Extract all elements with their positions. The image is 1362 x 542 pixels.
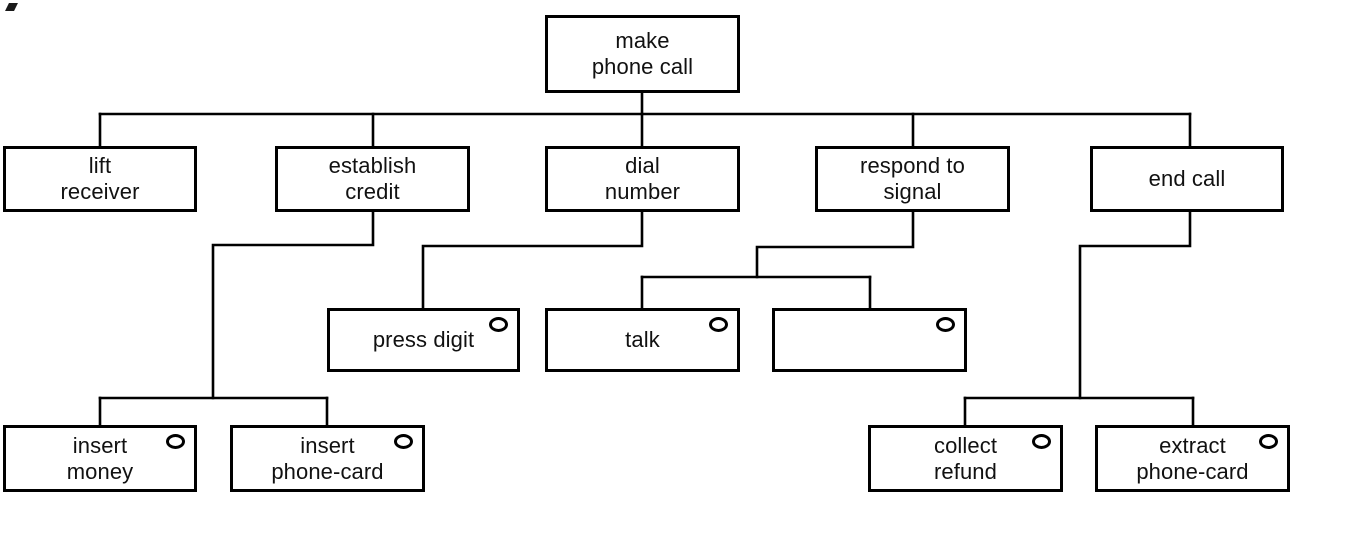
- task-node-label: establish credit: [328, 153, 417, 204]
- connector-endcall-route: [1078, 210, 1192, 400]
- task-node-label: extract phone-card: [1136, 432, 1249, 484]
- task-node-press-digit[interactable]: press digit: [327, 308, 520, 372]
- task-node-make-phone-call[interactable]: make phone call: [545, 15, 740, 93]
- connector-dial-route: [421, 210, 644, 310]
- task-node-unlabelled-task[interactable]: [772, 308, 967, 372]
- circle-stop-marker-icon: [489, 317, 508, 332]
- task-node-talk[interactable]: talk: [545, 308, 740, 372]
- task-node-label: press digit: [372, 327, 475, 353]
- circle-stop-marker-icon: [166, 434, 185, 449]
- connector-signal-route: [755, 210, 915, 279]
- task-node-dial-number[interactable]: dial number: [545, 146, 740, 212]
- circle-stop-marker-icon: [1259, 434, 1278, 449]
- task-node-insert-money[interactable]: insert money: [3, 425, 197, 492]
- task-node-label: respond to signal: [860, 153, 965, 204]
- task-node-label: make phone call: [591, 28, 694, 79]
- scan-artifact-mark: [5, 3, 18, 11]
- task-node-insert-phone-card[interactable]: insert phone-card: [230, 425, 425, 492]
- task-node-label: talk: [625, 327, 660, 353]
- task-node-label: collect refund: [933, 432, 998, 484]
- task-node-end-call[interactable]: end call: [1090, 146, 1284, 212]
- task-node-label: lift receiver: [60, 153, 140, 204]
- circle-stop-marker-icon: [936, 317, 955, 332]
- circle-stop-marker-icon: [1032, 434, 1051, 449]
- task-node-respond-to-signal[interactable]: respond to signal: [815, 146, 1010, 212]
- task-node-label: end call: [1148, 166, 1226, 192]
- task-node-label: dial number: [604, 153, 681, 204]
- task-node-lift-receiver[interactable]: lift receiver: [3, 146, 197, 212]
- circle-stop-marker-icon: [394, 434, 413, 449]
- task-node-collect-refund[interactable]: collect refund: [868, 425, 1063, 492]
- task-node-label: insert money: [66, 432, 134, 484]
- task-node-establish-credit[interactable]: establish credit: [275, 146, 470, 212]
- circle-stop-marker-icon: [709, 317, 728, 332]
- task-node-label: insert phone-card: [271, 432, 384, 484]
- task-node-extract-phone-card[interactable]: extract phone-card: [1095, 425, 1290, 492]
